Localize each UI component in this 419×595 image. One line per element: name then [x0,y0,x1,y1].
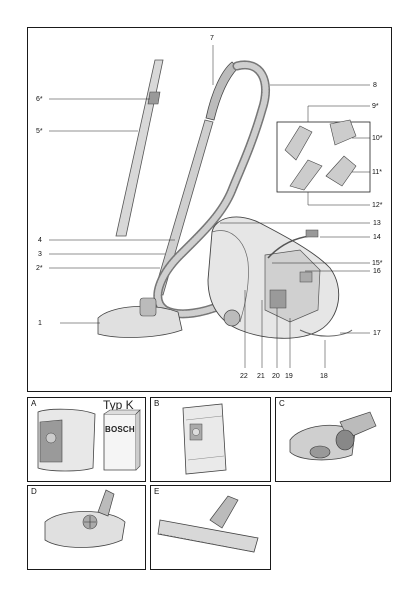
callout-18: 18 [320,373,328,380]
callout-19: 19 [285,373,293,380]
callout-11: 11* [372,169,382,176]
callout-7: 7 [210,35,214,42]
callout-13: 13 [373,220,381,227]
callout-10: 10* [372,135,383,142]
panel-a-label: A [31,399,37,408]
callout-2: 2* [36,265,43,272]
hose-handle [205,61,239,121]
callout-1: 1 [38,320,42,327]
callout-4: 4 [38,237,42,244]
callout-5: 5* [36,128,43,135]
panel-b-label: B [154,399,160,408]
callout-15: 15* [372,260,383,267]
callout-12: 12* [372,202,383,209]
panel-c-label: C [279,399,285,408]
floor-nozzle [97,305,183,338]
callout-20: 20 [272,373,280,380]
main-figure-panel [27,27,392,392]
callout-3: 3 [38,251,42,258]
callout-17: 17 [373,330,381,337]
callout-9: 9* [372,103,379,110]
callout-16: 16 [373,268,381,275]
callout-6: 6* [36,96,43,103]
typ-k-label: Typ K [103,398,134,412]
bosch-box-brand: BOSCH [105,425,135,434]
panel-d-label: D [31,487,37,496]
callout-22: 22 [240,373,248,380]
callout-21: 21 [257,373,265,380]
panel-e-label: E [154,487,160,496]
callout-14: 14 [373,234,381,241]
callout-8: 8 [373,82,377,89]
telescopic-tube [153,119,214,296]
